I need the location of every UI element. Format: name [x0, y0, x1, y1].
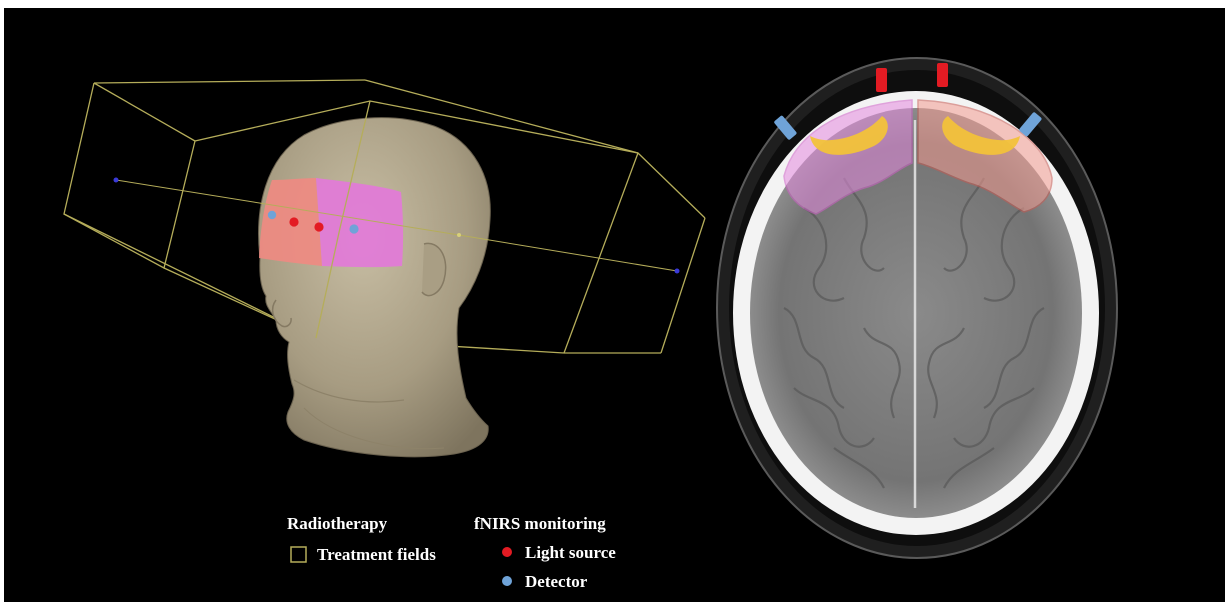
legend: Radiotherapy Treatment fields fNIRS moni…	[287, 514, 616, 591]
legend-treatment-fields-label: Treatment fields	[317, 545, 436, 564]
head-surface	[259, 118, 491, 457]
light-source-probe-2	[937, 63, 948, 87]
ct-axial-slice	[717, 58, 1117, 558]
detector-optode-2	[349, 224, 358, 233]
figure-panel: Radiotherapy Treatment fields fNIRS moni…	[4, 8, 1225, 602]
forehead-pad-left-hemisphere	[316, 178, 403, 267]
head-3d-illustration	[64, 80, 705, 457]
legend-detector-label: Detector	[525, 572, 588, 591]
legend-radiotherapy-title: Radiotherapy	[287, 514, 388, 533]
detector-optode-1	[268, 211, 276, 219]
legend-light-source-label: Light source	[525, 543, 616, 562]
blue-dot-icon	[502, 576, 512, 586]
red-dot-icon	[502, 547, 512, 557]
light-source-optode-1	[289, 217, 298, 226]
figure-svg: Radiotherapy Treatment fields fNIRS moni…	[4, 8, 1225, 602]
light-source-probe-1	[876, 68, 887, 92]
outline-square-icon	[291, 547, 306, 562]
light-source-optode-2	[314, 222, 323, 231]
legend-fnirs-title: fNIRS monitoring	[474, 514, 606, 533]
